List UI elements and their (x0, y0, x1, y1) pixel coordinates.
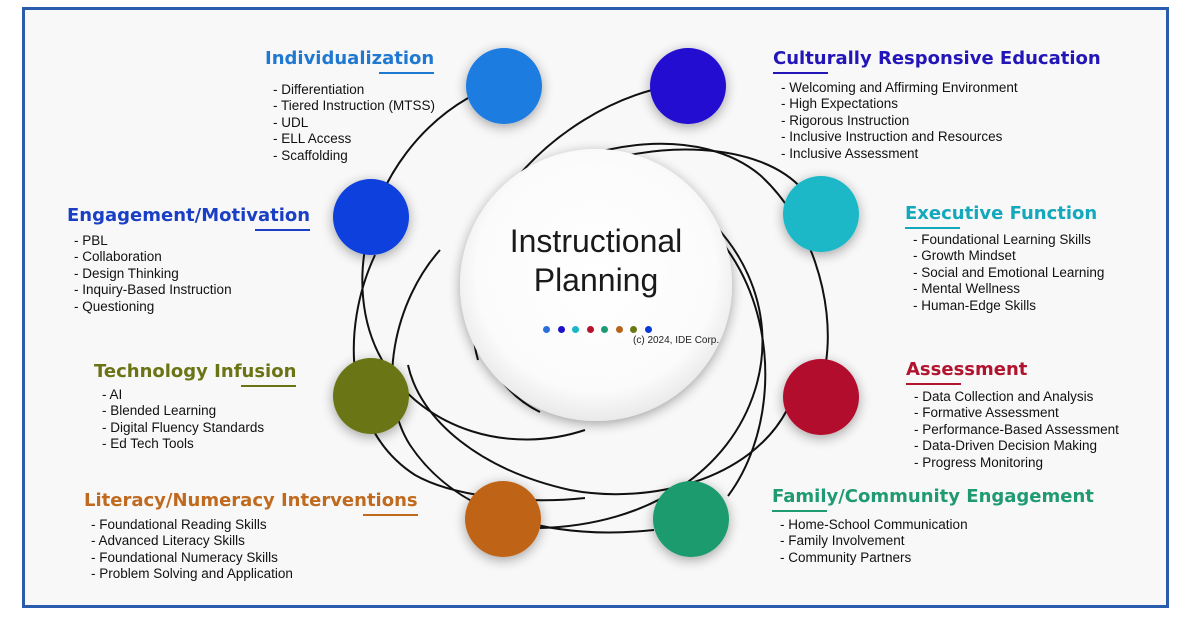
list-item: Questioning (74, 299, 232, 315)
list-item: Home-School Communication (780, 517, 967, 533)
node-literacy (465, 481, 541, 557)
hub-title-line2: Planning (533, 262, 659, 298)
list-item: Differentiation (273, 82, 435, 98)
heading-executive-function: Executive Function (905, 203, 1097, 229)
list-engagement: PBLCollaborationDesign ThinkingInquiry-B… (74, 233, 232, 315)
list-item: Formative Assessment (914, 405, 1119, 421)
list-executive-function: Foundational Learning SkillsGrowth Minds… (913, 232, 1104, 314)
list-item: Data-Driven Decision Making (914, 438, 1119, 454)
hub-dot (601, 326, 608, 333)
spiral-arc (539, 189, 764, 529)
list-item: AI (102, 387, 264, 403)
spiral-arc (407, 364, 788, 496)
list-item: Inclusive Assessment (781, 146, 1018, 162)
hub-dot (572, 326, 579, 333)
list-assessment: Data Collection and AnalysisFormative As… (914, 389, 1119, 471)
list-item: Foundational Learning Skills (913, 232, 1104, 248)
list-item: UDL (273, 115, 435, 131)
list-item: Social and Emotional Learning (913, 265, 1104, 281)
list-item: Human-Edge Skills (913, 298, 1104, 314)
heading-literacy-numeracy: Literacy/Numeracy Interventions (84, 490, 418, 516)
heading-culturally-responsive: Culturally Responsive Education (773, 48, 1101, 74)
heading-family-community: Family/Community Engagement (772, 486, 1094, 512)
node-technology (333, 358, 409, 434)
list-item: Data Collection and Analysis (914, 389, 1119, 405)
list-item: ELL Access (273, 131, 435, 147)
list-item: PBL (74, 233, 232, 249)
node-engagement (333, 179, 409, 255)
hub-circle (460, 149, 732, 421)
node-individualization (466, 48, 542, 124)
hub-dot (630, 326, 637, 333)
list-item: Design Thinking (74, 266, 232, 282)
list-item: Mental Wellness (913, 281, 1104, 297)
list-technology: AIBlended LearningDigital Fluency Standa… (102, 387, 265, 453)
list-item: High Expectations (781, 96, 1018, 112)
topic-nodes (333, 48, 859, 557)
hub-dot (543, 326, 550, 333)
hub-dot (644, 326, 652, 333)
list-item: Foundational Reading Skills (91, 517, 293, 533)
node-family (653, 481, 729, 557)
heading-engagement: Engagement/Motivation (67, 205, 311, 231)
list-item: Collaboration (74, 249, 232, 265)
list-literacy-numeracy: Foundational Reading SkillsAdvanced Lite… (91, 517, 293, 583)
list-item: Community Partners (780, 550, 968, 566)
list-item: Welcoming and Affirming Environment (781, 80, 1017, 96)
heading-technology: Technology Infusion (94, 361, 297, 387)
hub-dot (615, 326, 623, 333)
node-assessment (783, 359, 859, 435)
list-culturally-responsive: Welcoming and Affirming EnvironmentHigh … (781, 80, 1018, 162)
spiral-arc (391, 249, 655, 534)
list-family-community: Home-School CommunicationFamily Involvem… (780, 517, 968, 566)
list-individualization: DifferentiationTiered Instruction (MTSS)… (273, 82, 435, 164)
list-item: Inquiry-Based Instruction (74, 282, 231, 298)
list-item: Family Involvement (780, 533, 968, 549)
heading-assessment: Assessment (906, 359, 1027, 385)
list-item: Growth Mindset (913, 248, 1104, 264)
list-item: Scaffolding (273, 148, 435, 164)
hub-dot (557, 326, 565, 333)
list-item: Inclusive Instruction and Resources (781, 129, 1018, 145)
list-item: Progress Monitoring (914, 455, 1119, 471)
list-item: Digital Fluency Standards (102, 420, 264, 436)
list-item: Performance-Based Assessment (914, 422, 1119, 438)
list-item: Foundational Numeracy Skills (91, 550, 293, 566)
node-executive (783, 176, 859, 252)
list-item: Blended Learning (102, 403, 264, 419)
list-item: Problem Solving and Application (91, 566, 293, 582)
list-item: Rigorous Instruction (781, 113, 1018, 129)
hub-title: Instructional Planning (486, 222, 706, 300)
hub-dot (586, 326, 594, 333)
copyright-text: (c) 2024, IDE Corp. (633, 335, 720, 346)
heading-individualization: Individualization (265, 48, 435, 74)
hub-title-line1: Instructional (509, 223, 683, 259)
node-culturally (650, 48, 726, 124)
list-item: Advanced Literacy Skills (91, 533, 293, 549)
list-item: Ed Tech Tools (102, 436, 264, 452)
list-item: Tiered Instruction (MTSS) (273, 98, 435, 114)
